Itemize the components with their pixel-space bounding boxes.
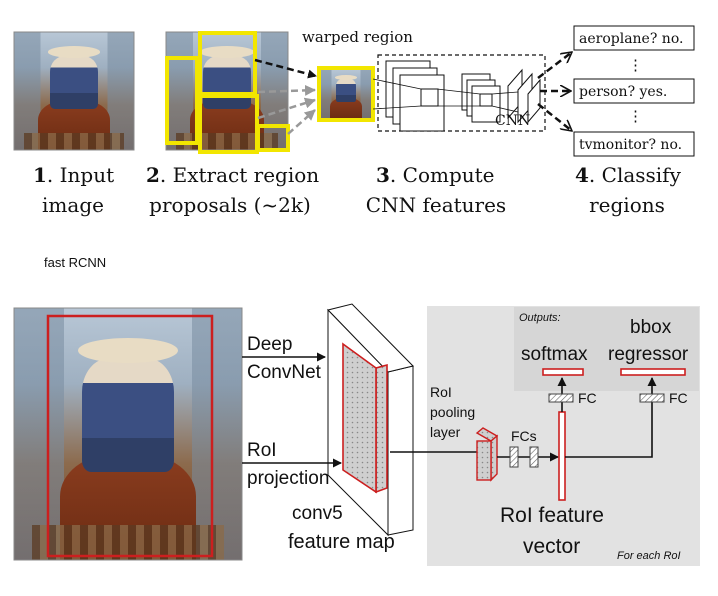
svg-text:regions: regions [589,193,665,217]
output-ellipsis-bottom: ⋮ [628,107,643,125]
roi-feature-vector-label-1: RoI feature [500,504,604,527]
roi-feature-vector-bar [558,411,566,501]
roi-projection-label-2: projection [247,468,329,489]
outputs-label: Outputs: [519,312,561,324]
feature-map-label: feature map [288,531,395,553]
for-each-roi-label: For each RoI [617,550,681,562]
roi-on-feature-map-side [375,363,388,494]
bbox-fc [639,393,665,403]
conv5-label: conv5 [292,503,343,524]
proposal-box-left [165,56,199,145]
roi-pooling-label-1: RoI [430,384,452,400]
svg-text:image: image [42,193,104,217]
output-ellipsis-top: ⋮ [628,56,643,74]
softmax-fc [548,393,574,403]
step-caption-2: 2. Extract region proposals (~2k) [146,163,319,217]
deep-convnet-label-1: Deep [247,334,292,355]
warped-region-frame [317,66,375,122]
proposal-box-top [198,31,257,96]
output-label-tvmonitor: tvmonitor? no. [579,137,682,153]
softmax-output-bar [542,368,584,376]
rcnn-warped-region-image [320,69,372,119]
warp-arrow-gray-1 [257,84,316,96]
cnn-dashed-box [377,54,546,132]
bbox-output-bar [620,368,686,376]
svg-text:1. Input: 1. Input [33,163,114,187]
warped-region-label: warped region [302,28,413,46]
classify-arrow-aeroplane [537,52,572,79]
warp-arrow-gray-2 [257,97,316,120]
rcnn-proposals-image [166,32,288,150]
bbox-label-1: bbox [630,317,672,338]
roi-pooling-label-3: layer [430,424,461,440]
proposal-box-middle [198,94,259,154]
deep-convnet-label-2: ConvNet [247,362,322,383]
output-box-person [573,78,695,104]
svg-text:4. Classify: 4. Classify [575,163,682,187]
fc-layer-1 [509,446,519,468]
fast-rcnn-section-title: fast RCNN [44,255,106,270]
rcnn-input-image [14,32,134,150]
step-caption-4: 4. Classify regions [575,163,682,217]
roi-box [46,314,214,558]
warp-arrow-gray-3 [287,109,316,135]
fast-rcnn-input-image [14,308,242,560]
svg-text:2. Extract region: 2. Extract region [146,163,319,187]
cnn-layers [385,60,541,132]
output-label-person: person? yes. [579,84,667,100]
bbox-fc-label: FC [669,390,688,406]
bbox-label-2: regressor [608,344,689,365]
roi-projection-label-1: RoI [247,440,277,461]
cnn-connections [372,78,519,113]
fcs-label: FCs [511,428,537,444]
proposal-box-bottom [256,124,290,152]
roi-pooled-cube-side [490,434,498,482]
roi-on-feature-map-front [342,342,377,494]
fast-rcnn-input-frame [13,307,243,561]
feature-map-side [387,365,414,536]
roi-pooled-cube-front [476,440,492,481]
svg-text:proposals (~2k): proposals (~2k) [149,193,311,217]
softmax-fc-label: FC [578,390,597,406]
output-box-tvmonitor [573,131,695,157]
softmax-label: softmax [521,344,588,365]
output-label-aeroplane: aeroplane? no. [579,31,683,47]
svg-text:CNN features: CNN features [366,193,506,217]
rcnn-input-frame [13,31,135,151]
bbox-branch-line [565,377,657,458]
roi-feature-vector-label-2: vector [523,535,580,558]
warp-arrow-black [254,58,317,79]
cnn-label: CNN [495,113,530,129]
classify-arrow-tvmonitor [537,103,572,131]
roi-pooling-label-2: pooling [430,404,475,420]
step-caption-1: 1. Input image [33,163,114,217]
fc-layer-2 [529,446,539,468]
step-caption-3: 3. Compute CNN features [366,163,506,217]
output-box-aeroplane [573,25,695,51]
outputs-panel [514,307,699,391]
svg-text:3. Compute: 3. Compute [376,163,495,187]
